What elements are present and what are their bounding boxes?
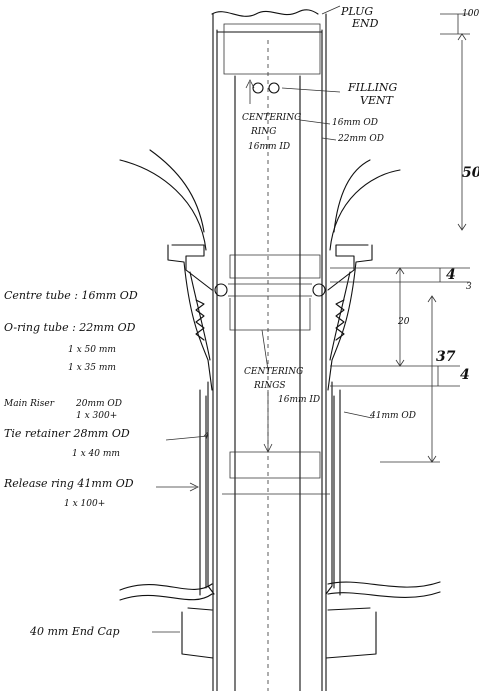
oring-tube-qty-1: 1 x 50 mm <box>68 345 116 355</box>
centre-tube-spec: Centre tube : 16mm OD <box>4 289 138 302</box>
dimension-3: 3 <box>466 282 472 292</box>
oring-tube-spec: O-ring tube : 22mm OD <box>4 321 136 334</box>
dimension-4-bottom: 4 <box>460 367 470 383</box>
mid-centering-rings-id: 16mm ID <box>278 395 321 405</box>
main-riser-qty: 1 x 300+ <box>76 411 118 421</box>
od-16-label: 16mm OD <box>332 118 378 128</box>
od-41-label: 41mm OD <box>370 411 416 421</box>
end-cap-label: 40 mm End Cap <box>30 625 120 638</box>
top-centering-ring-id: 16mm ID <box>248 142 291 152</box>
top-centering-ring-label-2: RING <box>251 127 277 137</box>
oring-tube-qty-2: 1 x 35 mm <box>68 363 116 373</box>
tie-retainer-spec: Tie retainer 28mm OD <box>4 427 130 440</box>
plug-end-label-2: END <box>352 17 379 30</box>
main-riser-od: 20mm OD <box>76 399 122 409</box>
filling-vent-label-2: VENT <box>360 94 393 107</box>
dimension-4-top: 4 <box>446 267 456 283</box>
tie-retainer-qty: 1 x 40 mm <box>72 449 120 459</box>
top-gap-dimension: 100 <box>462 9 479 19</box>
release-ring-spec: Release ring 41mm OD <box>4 477 134 490</box>
dimension-20: 20 <box>398 317 410 327</box>
main-riser-spec: Main Riser <box>4 399 55 409</box>
mid-centering-rings-label-2: RINGS <box>254 381 286 391</box>
release-ring-qty: 1 x 100+ <box>64 499 106 509</box>
mid-centering-rings-label: CENTERING <box>244 367 304 377</box>
dimension-50: 50 <box>462 165 479 181</box>
od-22-label: 22mm OD <box>338 134 384 144</box>
top-centering-ring-label: CENTERING <box>242 113 302 123</box>
dimension-37: 37 <box>436 349 456 365</box>
plug-end-label: PLUG <box>341 5 374 18</box>
filling-vent-label: FILLING <box>348 81 398 94</box>
